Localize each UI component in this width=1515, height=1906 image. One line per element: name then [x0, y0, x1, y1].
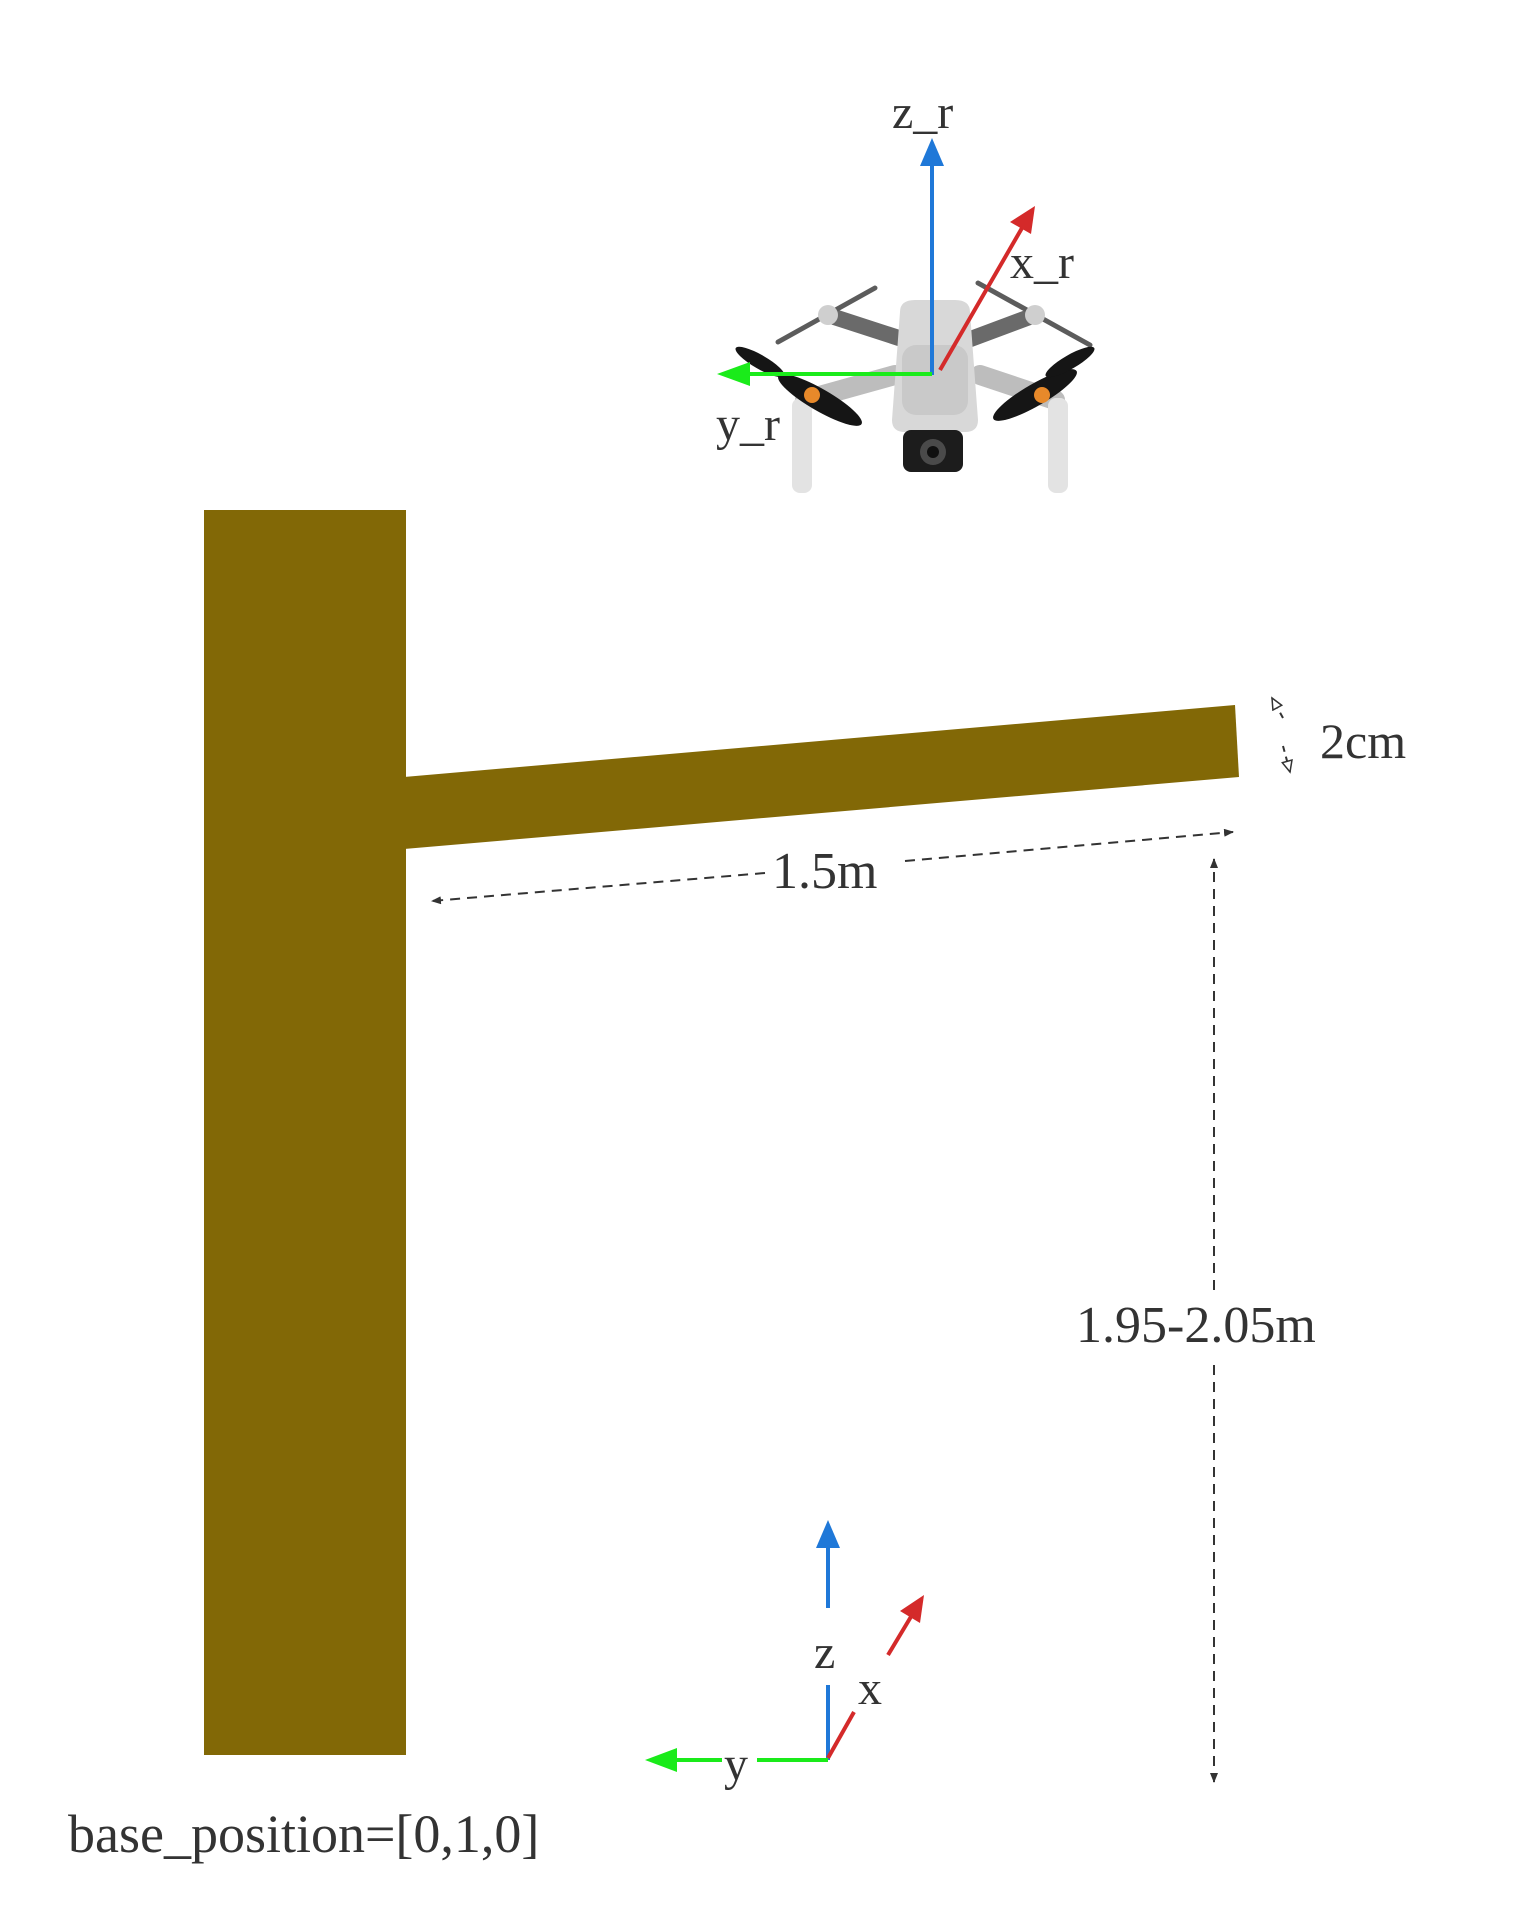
- tree-branch: [404, 705, 1239, 849]
- world-x-axis-upper: [886, 1613, 914, 1657]
- length-dimension-right: [904, 828, 1234, 862]
- quadcopter-drone-icon: [735, 280, 1095, 493]
- thickness-arrow-down: [1283, 745, 1290, 772]
- world-x-arrowhead: [900, 1595, 924, 1623]
- branch-length-label: 1.5m: [772, 843, 877, 900]
- world-y-arrowhead: [645, 1748, 677, 1772]
- robot-y-arrowhead: [717, 362, 750, 386]
- world-x-axis-lower: [826, 1711, 856, 1759]
- branch-height-label: 1.95-2.05m: [1076, 1297, 1316, 1354]
- robot-y-label: y_r: [716, 398, 780, 451]
- robot-z-arrowhead: [920, 138, 944, 166]
- world-z-label: z: [814, 1626, 835, 1679]
- thickness-arrow-up: [1271, 698, 1284, 719]
- world-y-label: y: [724, 1738, 748, 1791]
- robot-z-label: z_r: [892, 86, 953, 139]
- length-dimension-left: [431, 872, 766, 905]
- branch-thickness-label: 2cm: [1320, 713, 1406, 769]
- robot-x-arrowhead: [1010, 206, 1035, 234]
- world-x-label: x: [858, 1662, 882, 1715]
- world-frame-axes: [645, 1520, 924, 1772]
- tree-trunk: [204, 510, 406, 1755]
- robot-x-label: x_r: [1010, 236, 1074, 289]
- base-position-label: base_position=[0,1,0]: [68, 1804, 539, 1864]
- robot-frame-axes: [717, 138, 1035, 386]
- robot-x-axis: [938, 226, 1024, 372]
- world-z-arrowhead: [816, 1520, 840, 1548]
